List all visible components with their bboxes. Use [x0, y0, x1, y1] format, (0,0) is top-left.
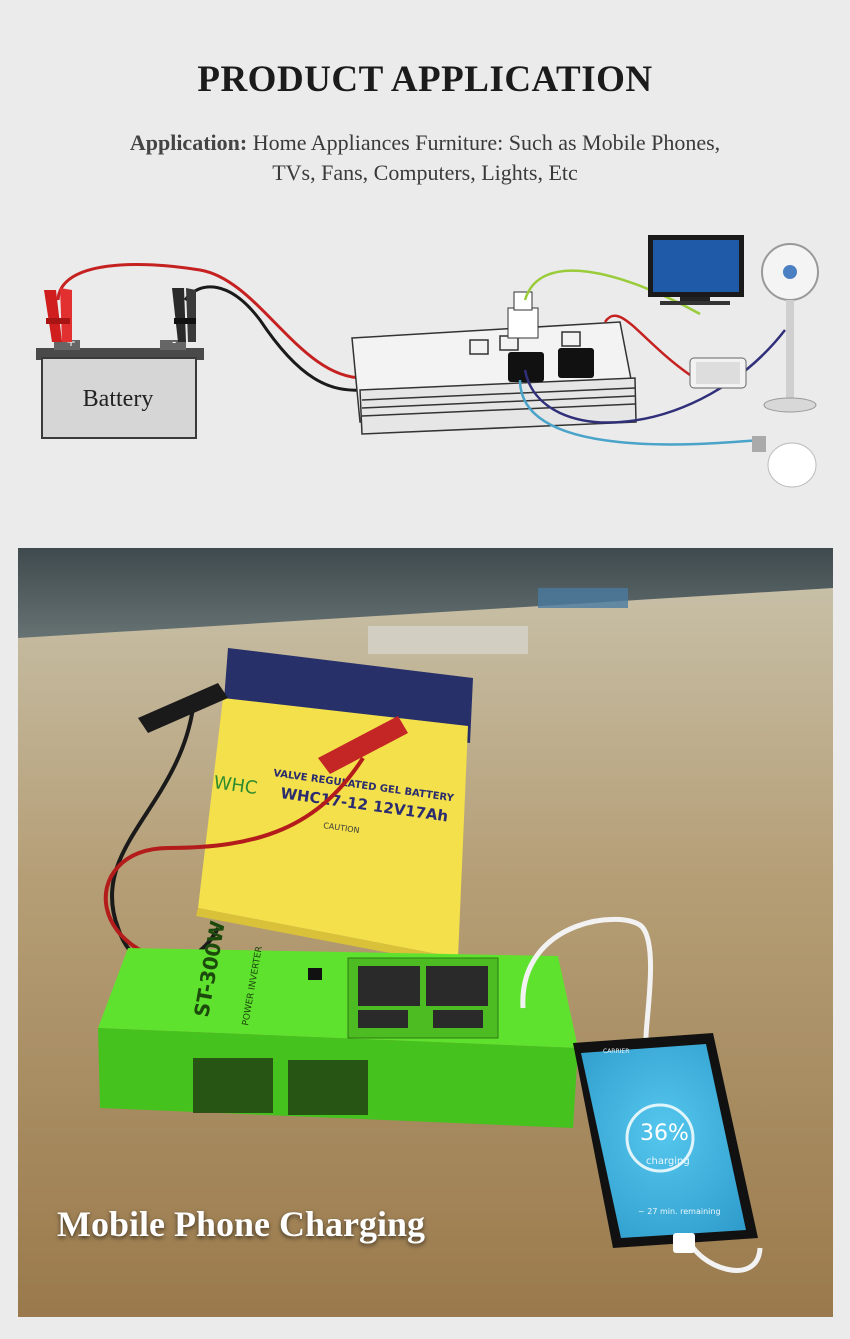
photo-black-clamp [138, 683, 228, 733]
red-usb-cable [603, 314, 691, 377]
photo-red-wire [103, 756, 365, 970]
black-clamp-icon [172, 288, 196, 342]
photo-caption: Mobile Phone Charging [57, 1204, 426, 1244]
red-clamp-icon [44, 288, 72, 342]
product-photo: WHC VALVE REGULATED GEL BATTERY WHC17-12… [18, 548, 833, 1317]
plug-icon [507, 291, 539, 339]
green-cable [523, 269, 701, 316]
phone-percent: 36% [640, 1121, 689, 1146]
application-text-line-2: TVs, Fans, Computers, Lights, Etc [272, 160, 578, 185]
photo-red-clamp [318, 716, 408, 774]
navy-cable [523, 329, 786, 424]
photo-scene: WHC VALVE REGULATED GEL BATTERY WHC17-12… [18, 548, 833, 1317]
black-cable [183, 285, 363, 392]
blue-cable [518, 379, 761, 446]
smartphone [573, 1033, 758, 1253]
wiring-diagram: Battery + - [36, 235, 819, 488]
application-label: Application: [129, 130, 248, 155]
phone-remaining: ~ 27 min. remaining [638, 1207, 721, 1216]
minus-sign: - [172, 335, 176, 349]
page-title: PRODUCT APPLICATION [197, 59, 653, 100]
tv-icon [648, 235, 744, 305]
phone-icon [689, 357, 747, 389]
red-cable [56, 262, 366, 380]
inverter-drawing [351, 321, 637, 435]
phone-status: charging [646, 1156, 690, 1167]
battery-icon [36, 340, 204, 439]
application-text-line-1: Home Appliances Furniture: Such as Mobil… [252, 130, 721, 155]
light-bulb-icon [752, 436, 817, 488]
application-description: Application: Home Appliances Furniture: … [60, 128, 790, 188]
battery-label: Battery [83, 386, 154, 412]
fan-icon [761, 243, 819, 413]
gel-battery [196, 648, 473, 966]
phone-carrier: CARRIER [603, 1048, 629, 1055]
usb-cable [520, 916, 654, 1039]
green-inverter [98, 948, 578, 1128]
inverter-sockets [508, 348, 594, 382]
